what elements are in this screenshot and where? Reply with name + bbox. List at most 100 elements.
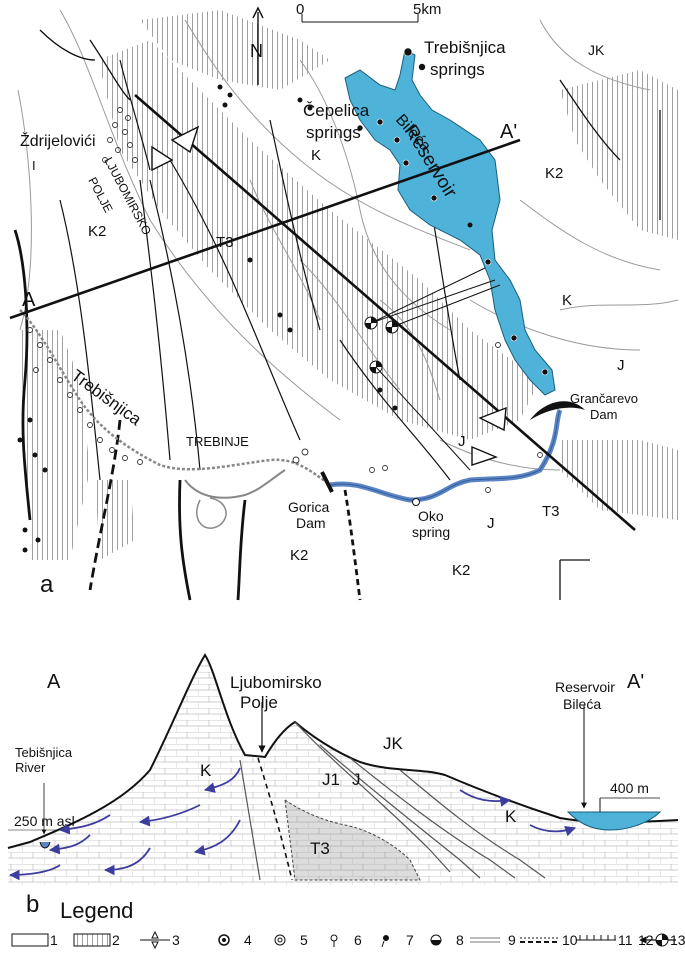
cepelica-springs-label-2: springs: [306, 123, 361, 142]
gorica-dam-symbol: [320, 471, 334, 493]
grancarevo-label-1: Grančarevo: [570, 391, 638, 406]
cepelica-springs-label-1: Čepelica: [303, 101, 370, 120]
unit-label: T3: [216, 234, 234, 251]
oko-spring-symbol: [412, 498, 420, 506]
unit-label: K2: [545, 165, 563, 182]
t3-body: [284, 798, 421, 881]
section-polje-label-1: Ljubomirsko: [230, 673, 322, 692]
legend-number: 2: [112, 932, 120, 948]
legend-symbol-2: [73, 933, 111, 947]
legend-number: 13: [670, 932, 685, 948]
tracer-lines: [370, 267, 501, 471]
flow-arrows: [8, 767, 577, 881]
triangle-symbols: [151, 125, 507, 466]
layer-boundaries: [239, 721, 546, 881]
section-line-nw-se: [134, 94, 636, 531]
trebinje-label: TREBINJE: [186, 434, 249, 449]
section-body: [8, 655, 678, 885]
oko-spring-label-1: Oko: [418, 508, 444, 524]
section-unit-label: J1: [322, 770, 340, 789]
panel-b-label: b: [26, 891, 39, 918]
unit-label: JK: [588, 42, 605, 58]
section-line-a-a: [9, 138, 521, 320]
legend-number: 11: [618, 932, 633, 948]
reservoir-markers: [356, 47, 549, 376]
unit-label: K2: [452, 562, 470, 579]
section-a-prime-label: A': [500, 121, 517, 143]
section-b-a-label: A: [47, 671, 61, 693]
section-unit-label: K: [200, 761, 212, 780]
spring-points: [27, 107, 543, 493]
oko-spring-label-2: spring: [412, 524, 450, 540]
legend-symbol-10: [520, 937, 560, 943]
legend-number: 1: [50, 932, 58, 948]
legend-number: 10: [562, 932, 578, 948]
grancarevo-dam-symbol: [530, 401, 585, 420]
elevation-label: 250 m asl: [14, 813, 75, 829]
section-river-label-1: Tebišnjica: [15, 745, 73, 760]
legend-symbol-11: [576, 935, 616, 941]
trebisnjica-springs-label-1: Trebišnjica: [424, 38, 506, 57]
legend-number: 5: [300, 932, 308, 948]
section-reservoir-label-2: Bileća: [563, 696, 601, 712]
cross-section-panel: 400 m A A' Ljubomirsko Polje Reservoir B…: [7, 653, 679, 918]
legend-symbol-9: [470, 937, 500, 943]
gorica-dam-label-2: Dam: [296, 515, 326, 531]
legend-symbol-4: [218, 934, 230, 946]
trebisnjica-springs-label-2: springs: [430, 60, 485, 79]
legend-number: 4: [244, 932, 252, 948]
unit-label: T3: [542, 503, 560, 520]
legend-number: 12: [638, 932, 654, 948]
section-a-label: A: [22, 289, 36, 311]
unit-label: K2: [88, 223, 106, 240]
section-unit-label: JK: [383, 734, 404, 753]
bileca-reservoir: [344, 49, 556, 396]
unit-label: J: [487, 515, 495, 532]
reservoir-level-label: 400 m: [610, 780, 649, 796]
unit-label: K: [311, 147, 321, 164]
legend-symbol-7: [381, 935, 389, 948]
unit-label: I: [32, 158, 36, 173]
section-river-label-2: River: [15, 760, 46, 775]
legend-symbol-13: [655, 933, 669, 947]
ground-surface: [7, 653, 679, 849]
section-unit-label: K: [505, 807, 517, 826]
legend-symbol-3: [140, 930, 170, 950]
zdrijelovici-label: Ždrijelovići: [20, 131, 96, 150]
section-polje-label-2: Polje: [240, 693, 278, 712]
river-trebisnjica-upstream: [19, 309, 331, 486]
north-label: N: [250, 41, 263, 61]
scale-start: 0: [296, 1, 304, 18]
legend-title: Legend: [60, 898, 133, 923]
section-reservoir-label-1: Reservoir: [555, 679, 615, 695]
unit-label: K: [562, 292, 572, 309]
section-b-a-prime-label: A': [627, 671, 644, 693]
section-reservoir: [566, 811, 662, 831]
unit-label: J: [458, 433, 466, 450]
legend-symbol-8: [430, 934, 442, 946]
grancarevo-label-2: Dam: [590, 407, 617, 422]
legend-symbol-1: [11, 933, 49, 947]
polje-fault: [257, 757, 293, 881]
scale-end: 5km: [413, 1, 441, 18]
legend-number: 3: [172, 932, 180, 948]
legend-symbol-5: [274, 934, 286, 946]
geologic-boundaries: [17, 9, 679, 471]
thrust-faults: [39, 29, 661, 600]
section-unit-label: T3: [310, 839, 330, 858]
legend-number: 6: [354, 932, 362, 948]
legend-symbol-6: [330, 934, 338, 947]
faults: [59, 59, 461, 481]
hatched-units: [20, 10, 678, 560]
half-filled-symbols: [17, 84, 473, 553]
legend-number: 8: [456, 932, 464, 948]
gorica-dam-label-1: Gorica: [288, 499, 329, 515]
legend-number: 9: [508, 932, 516, 948]
map-panel: N 0 5km Trebišnjica springs Čepelica spr…: [8, 0, 679, 601]
legend-number: 7: [406, 932, 414, 948]
north-arrow: N: [250, 6, 264, 85]
unit-label: J: [617, 357, 625, 374]
